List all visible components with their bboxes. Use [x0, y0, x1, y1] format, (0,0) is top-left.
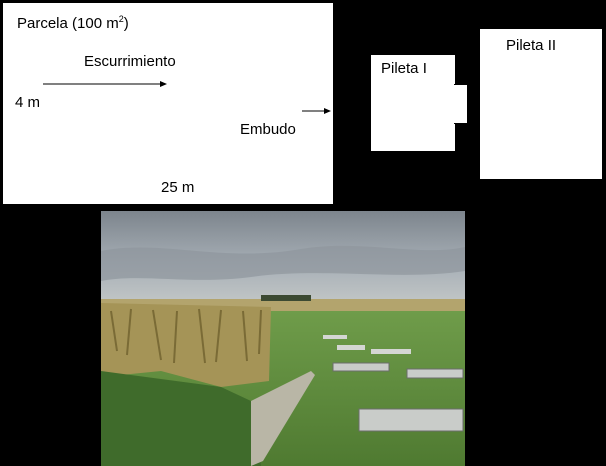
funnel-spout-upper [356, 106, 370, 108]
slab-4 [371, 349, 411, 354]
slab-5 [337, 345, 365, 350]
diagram-connectors [0, 0, 606, 211]
field-photo [101, 211, 465, 466]
funnel-guide-lower [336, 116, 356, 203]
funnel-guide-upper [336, 6, 356, 106]
far-trees [261, 295, 311, 301]
slab-1 [359, 409, 463, 431]
slab-6 [323, 335, 347, 339]
funnel-spout-lower [356, 114, 370, 116]
slab-3 [407, 369, 463, 378]
slab-2 [333, 363, 389, 371]
